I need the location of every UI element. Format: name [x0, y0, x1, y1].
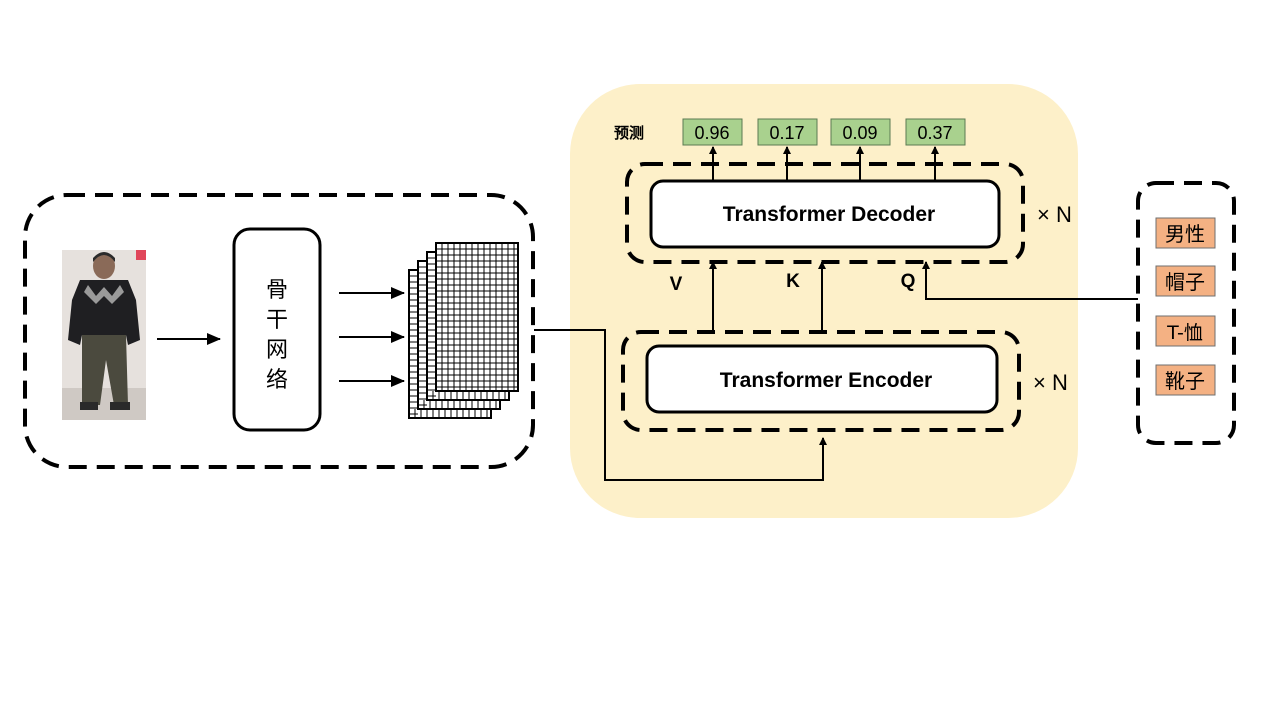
attribute-queries-group [1136, 181, 1236, 445]
backbone-char-3: 网 [266, 338, 288, 363]
attribute-item-4-text: 靴子 [1165, 369, 1205, 393]
connector-features-to-encoder [534, 329, 827, 481]
prediction-value-1: 0.96 [682, 118, 743, 146]
prediction-value-4-text: 0.37 [917, 123, 952, 143]
attribute-item-2-text: 帽子 [1165, 270, 1205, 294]
attribute-item-3: T-恤 [1155, 315, 1216, 347]
feature-maps-stack [408, 242, 519, 419]
prediction-value-4: 0.37 [905, 118, 966, 146]
encoder-repeat-label: × N [1033, 370, 1068, 395]
prediction-value-2-text: 0.17 [769, 123, 804, 143]
backbone-char-2: 干 [266, 308, 288, 333]
encoder-repeat-group [621, 330, 1021, 432]
decoder-repeat-label: × N [1037, 202, 1072, 227]
backbone-box [232, 227, 322, 432]
attribute-item-1-text: 男性 [1165, 222, 1205, 246]
transformer-decoder-box [649, 179, 1001, 249]
backbone-char-1: 骨 [266, 278, 288, 303]
transformer-encoder-box [645, 344, 999, 414]
prediction-value-3-text: 0.09 [842, 123, 877, 143]
prediction-value-3: 0.09 [830, 118, 891, 146]
backbone-char-4: 络 [266, 368, 288, 393]
v-label: V [670, 274, 683, 295]
transformer-decoder-label: Transformer Decoder [723, 203, 935, 226]
feature-map-4 [435, 242, 519, 392]
attribute-item-4: 靴子 [1155, 364, 1216, 396]
attribute-item-2: 帽子 [1155, 265, 1216, 297]
pedestrian-image [62, 250, 146, 420]
connector-attributes-to-query [922, 261, 1138, 300]
k-label: K [786, 271, 800, 292]
attribute-item-3-text: T-恤 [1166, 322, 1203, 344]
q-label: Q [901, 271, 916, 292]
attribute-item-1: 男性 [1155, 217, 1216, 249]
prediction-value-2: 0.17 [757, 118, 818, 146]
prediction-label: 预测 [614, 124, 644, 142]
transformer-encoder-label: Transformer Encoder [720, 369, 932, 392]
prediction-value-1-text: 0.96 [694, 123, 729, 143]
feature-extraction-group [23, 193, 535, 469]
